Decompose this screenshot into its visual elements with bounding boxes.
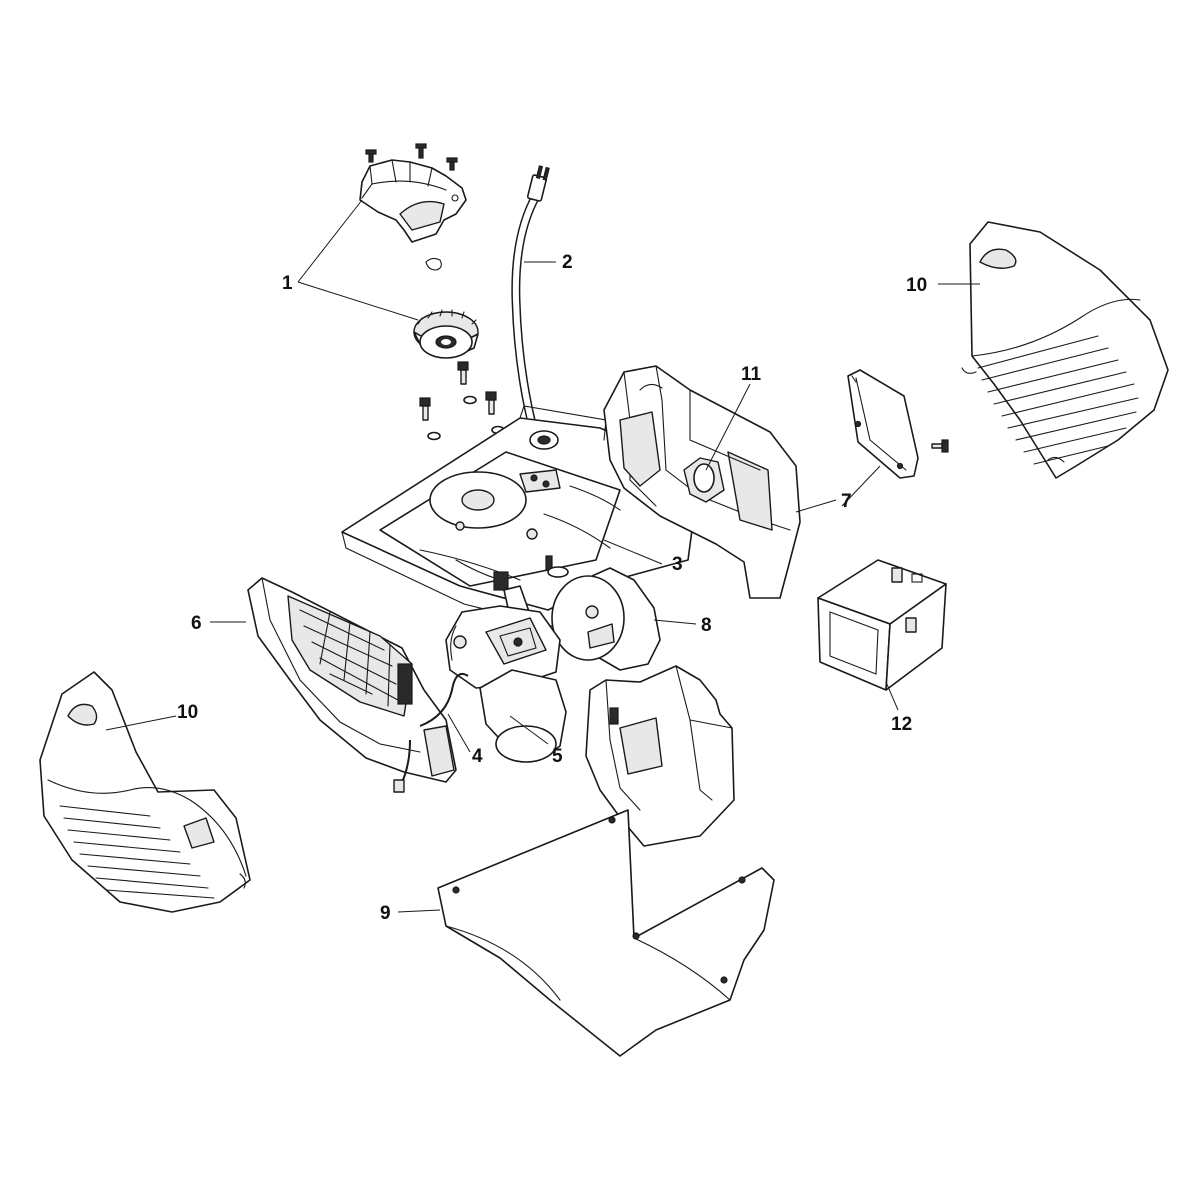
callout-9: 9 [380, 903, 391, 924]
part-9-bottom-cover [437, 665, 775, 1057]
cover-screw [365, 149, 377, 163]
callout-8: 8 [701, 615, 712, 636]
callout-11: 11 [741, 364, 762, 385]
part-12-transformer [817, 559, 947, 691]
drive-sprocket [413, 309, 479, 359]
circuit-board [287, 595, 413, 717]
callout-6: 6 [191, 613, 202, 634]
end-panel [847, 369, 919, 479]
mounting-bolt [485, 391, 497, 415]
part-1-sprocket-assembly [359, 143, 505, 441]
part-10-left-cover [39, 671, 251, 913]
leader-11 [705, 383, 751, 471]
leader-7a [795, 499, 837, 513]
cover-screw [446, 157, 458, 171]
transformer-side [885, 583, 947, 691]
leader-4 [447, 713, 471, 753]
callout-12: 12 [891, 714, 912, 735]
part-10-right-cover [961, 221, 1169, 479]
washer [463, 395, 477, 405]
leader-lines [105, 199, 980, 913]
washer [427, 431, 441, 441]
leader-7b [841, 465, 881, 507]
leader-9 [397, 909, 441, 913]
leader-10-left [105, 715, 177, 731]
callout-10-left: 10 [177, 702, 198, 723]
left-light-cover [39, 671, 251, 913]
leader-1b [297, 281, 419, 321]
callout-1: 1 [282, 273, 293, 294]
leader-3 [603, 539, 663, 565]
vent-slots [977, 335, 1139, 465]
callout-3: 3 [672, 554, 683, 575]
part-6-logic-board [247, 577, 469, 793]
panel-screw [931, 439, 949, 453]
leader-5 [509, 715, 549, 745]
callout-2: 2 [562, 252, 573, 273]
leader-1a [297, 199, 363, 283]
part-8-capacitor [551, 567, 661, 671]
capacitor-end [551, 575, 625, 661]
motor-shaft-nut [493, 571, 509, 591]
leader-12 [885, 681, 899, 711]
leader-8 [653, 619, 697, 625]
callout-labels: 1 2 3 4 5 6 7 8 9 10 10 11 12 [177, 252, 927, 924]
callout-5: 5 [552, 746, 563, 767]
mounting-bolt [457, 361, 469, 385]
part-5-motor [445, 571, 567, 763]
callout-7: 7 [841, 491, 852, 512]
callout-4: 4 [472, 746, 483, 767]
cover-screw [415, 143, 427, 159]
part-2-power-cord [511, 165, 550, 437]
part-7-panel [847, 369, 949, 479]
callout-10-right: 10 [906, 275, 927, 296]
mounting-bolt [419, 397, 431, 421]
e-clip [425, 257, 442, 271]
bottom-shield [437, 809, 775, 1057]
vent-slots [59, 805, 215, 899]
part-3-chassis [341, 405, 701, 627]
part-7-end-bracket [603, 365, 801, 599]
